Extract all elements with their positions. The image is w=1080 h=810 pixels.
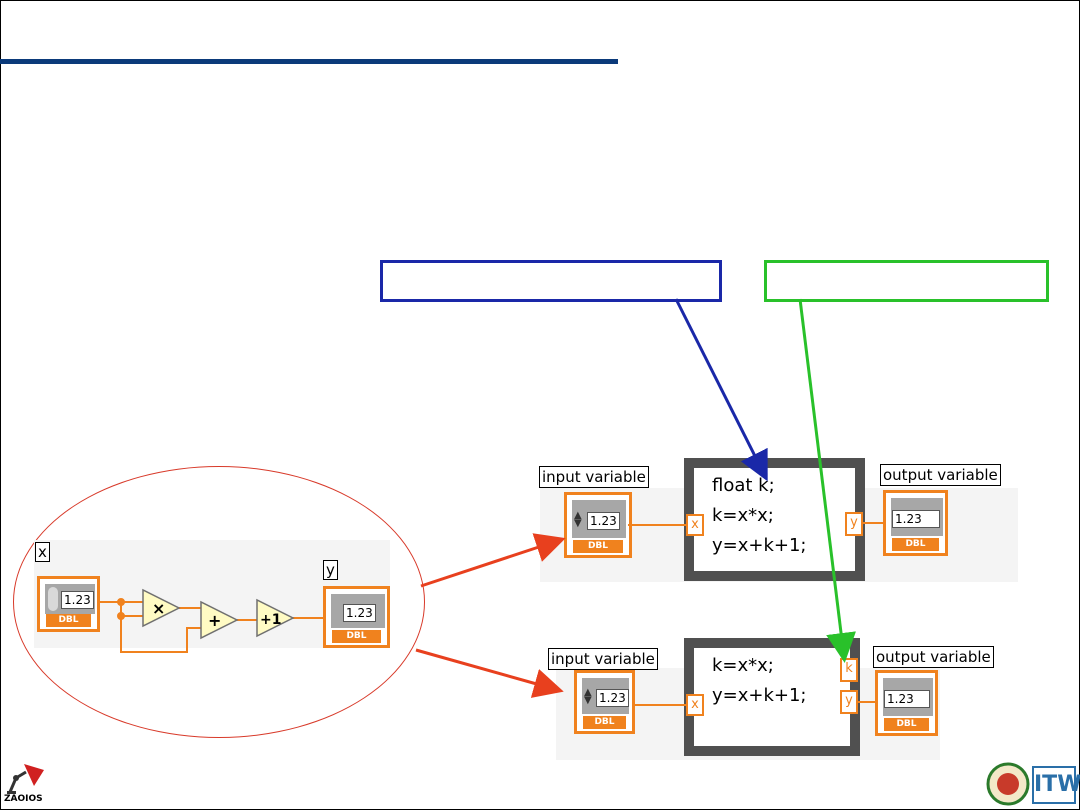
add-node[interactable]: [200, 600, 239, 640]
itw-logo-text: ITW: [1032, 766, 1080, 804]
arrow-blue-callout: [674, 298, 768, 482]
left-output-value: 1.23: [343, 604, 376, 622]
bottom-input-tunnel-x: x: [686, 694, 704, 716]
top-input-label: input variable: [539, 466, 649, 488]
bottom-output-indicator: 1.23 DBL: [875, 670, 938, 736]
add-symbol: +: [208, 611, 221, 630]
left-output-type: DBL: [332, 630, 381, 643]
top-output-indicator: 1.23 DBL: [883, 490, 948, 556]
top-output-tunnel-y: y: [845, 512, 863, 536]
bottom-output-tunnel-y: y: [840, 690, 858, 714]
itw-logo: ITW: [986, 762, 1080, 806]
robot-arm-icon: [7, 764, 44, 794]
left-input-type: DBL: [46, 614, 91, 627]
top-code-line2: k=x*x;: [712, 505, 774, 526]
university-seal-icon: [986, 762, 1030, 806]
increment-node[interactable]: [256, 598, 295, 638]
title-underline: [0, 59, 618, 64]
callout-box-green: [764, 260, 1049, 302]
bottom-input-type: DBL: [583, 716, 626, 729]
bottom-input-value: 1.23: [596, 689, 629, 707]
formula-node-top[interactable]: [684, 458, 865, 581]
bottom-output-label: output variable: [873, 646, 994, 668]
top-output-type: DBL: [892, 538, 939, 551]
left-input-label: x: [35, 542, 50, 562]
arrow-to-top-node: [420, 533, 566, 588]
left-wires: [100, 598, 324, 653]
top-input-type: DBL: [573, 540, 623, 553]
top-input-value: 1.23: [587, 512, 620, 530]
bottom-output-type: DBL: [884, 718, 929, 731]
knob-icon: [48, 587, 58, 611]
bottom-input-control[interactable]: ▲▼ 1.23 DBL: [574, 670, 635, 734]
increment-symbol: +1: [260, 612, 281, 628]
left-input-control[interactable]: 1.23 DBL: [37, 576, 100, 632]
bottom-code-line1: k=x*x;: [712, 655, 774, 676]
right-wires: [628, 522, 885, 706]
top-output-label: output variable: [880, 464, 1001, 486]
bottom-code-line2: y=x+k+1;: [712, 685, 807, 706]
left-output-indicator: 1.23 DBL: [323, 586, 390, 648]
bottom-output-value: 1.23: [884, 690, 930, 708]
left-input-value: 1.23: [61, 591, 94, 609]
multiply-node[interactable]: [142, 588, 181, 628]
highlight-ellipse: [13, 466, 425, 738]
top-code-line3: y=x+k+1;: [712, 535, 807, 556]
top-input-control[interactable]: ▲▼ 1.23 DBL: [564, 492, 632, 558]
callout-box-blue: [380, 260, 722, 302]
top-output-value: 1.23: [892, 510, 940, 528]
top-input-tunnel-x: x: [686, 514, 704, 536]
left-output-label: y: [323, 560, 338, 580]
zaoios-logo-text: ZAOIOS: [4, 794, 43, 804]
arrow-to-bottom-node: [415, 648, 564, 698]
arrow-green-callout: [798, 298, 856, 663]
zaoios-logo: ZAOIOS: [4, 760, 52, 806]
stepper-icon: ▲▼: [574, 510, 582, 529]
bottom-input-label: input variable: [548, 648, 658, 670]
multiply-symbol: ×: [152, 599, 165, 618]
stepper-icon: ▲▼: [584, 687, 592, 706]
